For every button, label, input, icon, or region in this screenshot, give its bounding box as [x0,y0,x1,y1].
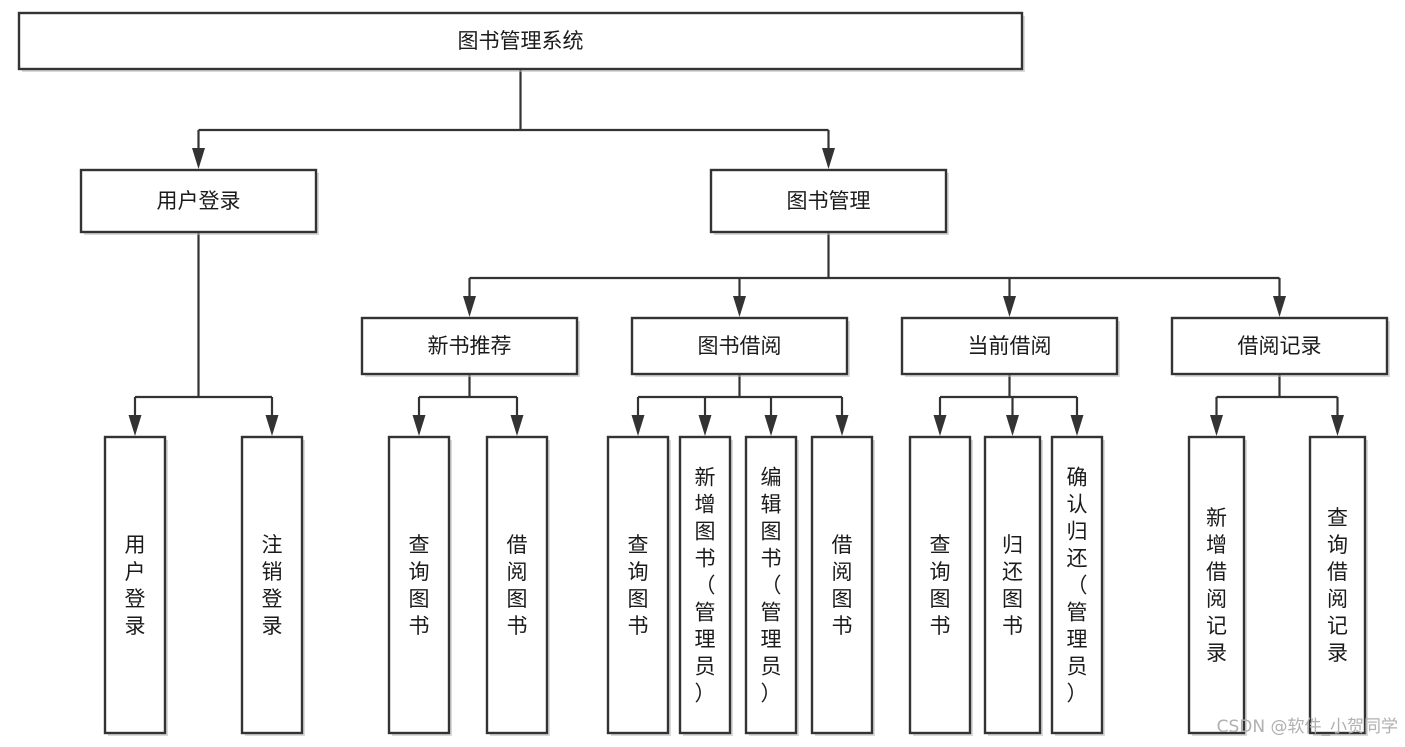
node-current[interactable]: 当前借阅 [900,316,1120,377]
edge-arrowhead [463,296,476,317]
node-label: 借阅图书 [832,533,853,638]
node-rect [630,316,849,376]
node-rect [1050,435,1104,735]
node-label: 当前借阅 [968,334,1052,358]
node-label: 新书推荐 [428,334,512,358]
node-label: 查询借阅记录 [1327,506,1348,665]
edge-arrowhead [192,148,205,169]
node-leaf_cur_3[interactable]: 确认归还（管理员） [1050,435,1105,736]
node-rect [678,435,732,735]
node-label: 新增图书（管理员） [695,466,716,706]
node-rect [983,435,1042,735]
edge-arrowhead [265,415,279,436]
node-rect [709,168,948,234]
node-leaf_rec_1[interactable]: 新增借阅记录 [1187,435,1247,736]
node-rect [810,435,874,735]
node-rect [1170,316,1389,376]
edge-arrowhead [835,415,849,436]
node-label: 图书管理系统 [458,29,584,53]
edge-arrowhead [412,415,426,436]
node-leaf_login_2[interactable]: 注销登录 [240,435,305,736]
node-rect [1187,435,1246,735]
node-rect [240,435,304,735]
node-leaf_new_1[interactable]: 查询图书 [387,435,452,736]
edge-layer [128,69,1344,436]
node-newbook[interactable]: 新书推荐 [360,316,580,377]
node-label: 图书管理 [787,189,871,213]
edge-arrowhead [1003,296,1016,317]
node-leaf_login_1[interactable]: 用户登录 [103,435,168,736]
edge-arrowhead [1006,415,1019,436]
edge-arrowhead [822,148,835,169]
node-rect [744,435,798,735]
node-rect [900,316,1119,376]
node-label: 用户登录 [157,189,241,213]
node-label: 查询图书 [628,533,649,638]
edge-arrowhead [733,296,746,317]
edge-arrowhead [128,415,142,436]
node-label: 查询图书 [930,533,951,638]
edge-arrowhead [933,415,947,436]
node-rect [485,435,549,735]
edge-arrowhead [510,415,524,436]
node-login[interactable]: 用户登录 [79,168,319,235]
csdn-watermark: CSDN @软件_小贺同学 [1217,717,1398,737]
node-rect [360,316,579,376]
edge-arrowhead [764,415,778,436]
edge-arrowhead [631,415,645,436]
node-rect [103,435,167,735]
node-borrow[interactable]: 图书借阅 [630,316,850,377]
node-label: 图书借阅 [698,334,782,358]
node-label: 用户登录 [125,533,146,638]
node-bookmgmt[interactable]: 图书管理 [709,168,949,235]
node-rect [387,435,451,735]
edge-arrowhead [1070,415,1084,436]
node-leaf_rec_2[interactable]: 查询借阅记录 [1308,435,1368,736]
node-label: 借阅记录 [1238,334,1322,358]
node-label: 注销登录 [262,533,283,638]
node-label: 借阅图书 [507,533,528,638]
node-leaf_bor_4[interactable]: 借阅图书 [810,435,875,736]
node-label: 编辑图书（管理员） [761,466,782,706]
node-root[interactable]: 图书管理系统 [17,11,1025,72]
node-leaf_cur_1[interactable]: 查询图书 [908,435,973,736]
edge-arrowhead [1210,415,1223,436]
node-rect [79,168,318,234]
node-label: 归还图书 [1002,533,1023,638]
node-leaf_bor_3[interactable]: 编辑图书（管理员） [744,435,799,736]
node-leaf_bor_1[interactable]: 查询图书 [606,435,671,736]
node-rect [606,435,670,735]
node-leaf_bor_2[interactable]: 新增图书（管理员） [678,435,733,736]
node-leaf_cur_2[interactable]: 归还图书 [983,435,1043,736]
node-label: 确认归还（管理员） [1067,466,1088,706]
node-leaf_new_2[interactable]: 借阅图书 [485,435,550,736]
node-label: 查询图书 [409,533,430,638]
edge-arrowhead [698,415,712,436]
node-rect [17,11,1024,71]
edge-arrowhead [1331,415,1344,436]
node-label: 新增借阅记录 [1206,506,1227,665]
node-layer: 图书管理系统用户登录图书管理新书推荐图书借阅当前借阅借阅记录用户登录注销登录查询… [17,11,1390,736]
node-records[interactable]: 借阅记录 [1170,316,1390,377]
edge-arrowhead [1273,296,1286,317]
node-rect [908,435,972,735]
node-rect [1308,435,1367,735]
